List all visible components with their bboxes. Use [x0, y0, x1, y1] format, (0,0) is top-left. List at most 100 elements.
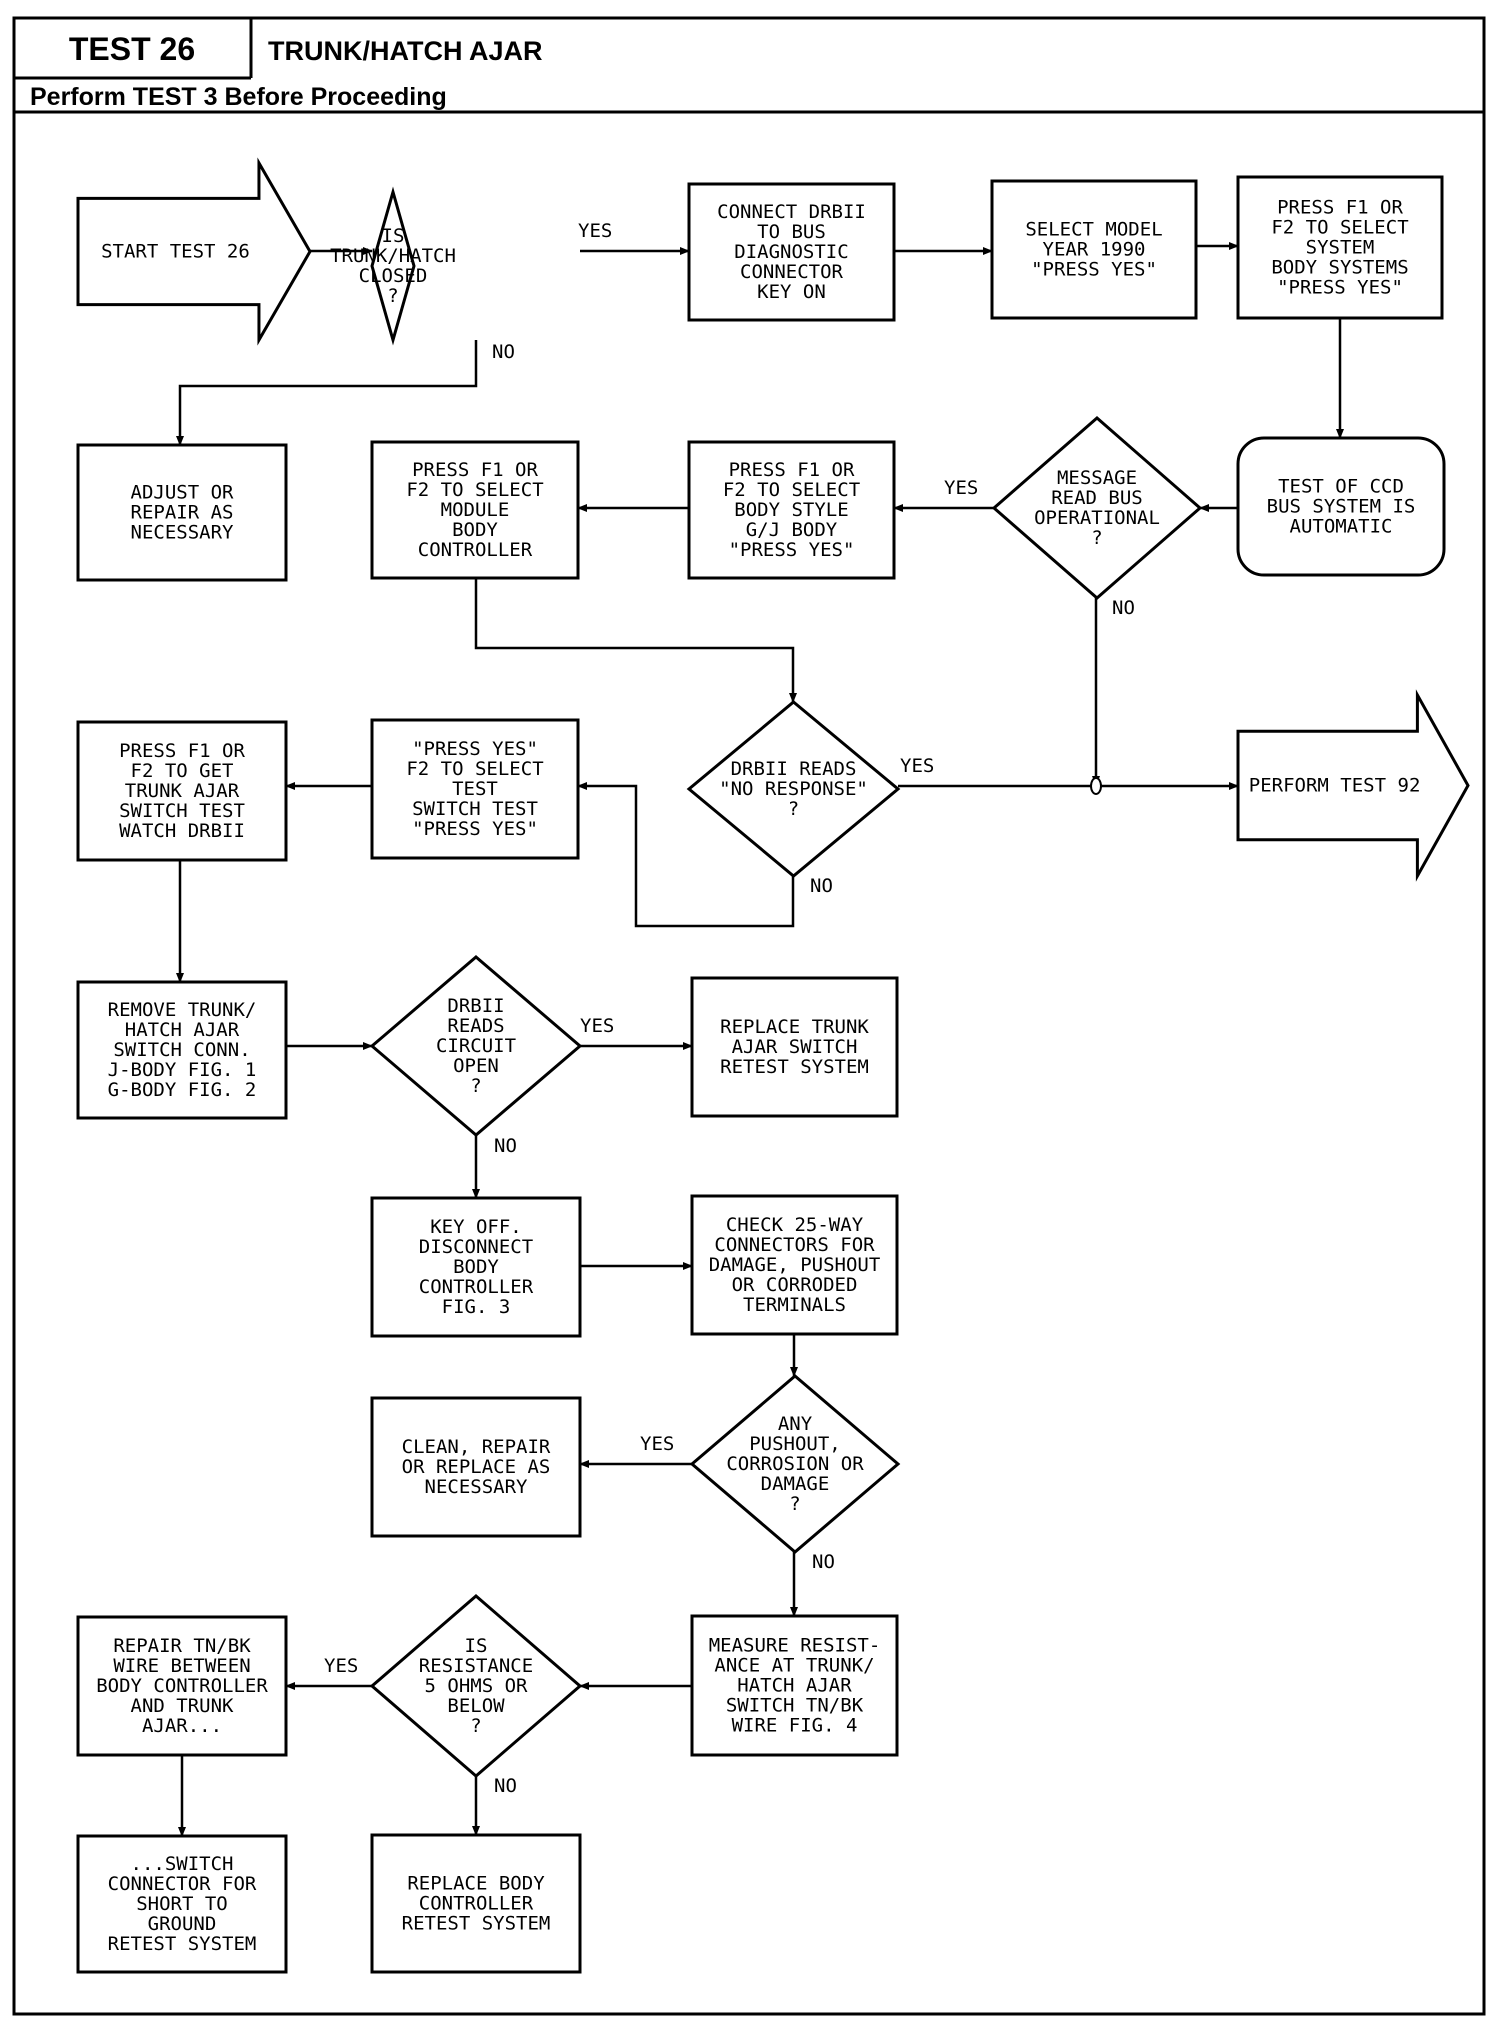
edge-label-no: NO [492, 341, 515, 363]
node-text-line: AJAR SWITCH [732, 1036, 858, 1058]
node-text-line: ? [470, 1715, 481, 1737]
edge-label-no: NO [810, 875, 833, 897]
node-text-line: FIG. 3 [442, 1296, 511, 1318]
node-text-line: BUS SYSTEM IS [1267, 496, 1416, 518]
node-text-line: "PRESS YES" [1031, 259, 1157, 281]
node-text-line: MESSAGE [1057, 467, 1137, 489]
node-text-line: AJAR... [142, 1715, 222, 1737]
process-box [690, 1614, 899, 1757]
edge-label-no: NO [1112, 597, 1135, 619]
node-text-line: TRUNK AJAR [125, 780, 240, 802]
node-text-line: G/J BODY [746, 519, 838, 541]
node-text-line: WATCH DRBII [119, 820, 245, 842]
node-text-line: HATCH AJAR [125, 1019, 240, 1041]
process-box [76, 980, 288, 1120]
node-text-line: F2 TO SELECT [406, 479, 543, 501]
node-text-line: SELECT MODEL [1025, 219, 1162, 241]
node-text-line: ? [387, 285, 398, 307]
node-text-line: DISCONNECT [419, 1236, 533, 1258]
node-text-line: REMOVE TRUNK/ [108, 999, 257, 1021]
decision-diamond [991, 416, 1203, 600]
node-text-line: BELOW [447, 1695, 505, 1717]
node-text-line: "PRESS YES" [412, 818, 538, 840]
node-measure: MEASURE RESIST-ANCE AT TRUNK/HATCH AJARS… [690, 1614, 899, 1757]
decision-diamond [686, 700, 901, 878]
node-text-line: SWITCH TEST [412, 798, 538, 820]
node-text-line: PRESS F1 OR [729, 459, 855, 481]
node-text-line: CLEAN, REPAIR [402, 1436, 551, 1458]
node-text-line: F2 TO SELECT [723, 479, 860, 501]
node-text-line: ? [788, 798, 799, 820]
edge-d_no_response-to-select_test [577, 782, 795, 928]
process-box [370, 718, 580, 860]
nodes-layer: START TEST 26ISTRUNK/HATCHCLOSED?CONNECT… [76, 157, 1470, 1974]
process-box [76, 1615, 288, 1757]
decision-diamond [370, 186, 416, 346]
node-text-line: BODY [452, 519, 498, 541]
node-text-line: CONNECTORS FOR [714, 1234, 875, 1256]
node-text-line: DAMAGE [761, 1473, 830, 1495]
node-text-line: TRUNK/HATCH [330, 245, 456, 267]
edge-select_module-to-d_no_response [474, 578, 797, 703]
edge-label-no: NO [494, 1135, 517, 1157]
node-start: START TEST 26 [76, 157, 312, 346]
node-text-line: RETEST SYSTEM [720, 1056, 869, 1078]
node-text-line: AND TRUNK [131, 1695, 235, 1717]
node-text-line: WIRE FIG. 4 [732, 1715, 858, 1737]
node-text-line: RETEST SYSTEM [108, 1933, 257, 1955]
edge-label-yes: YES [640, 1433, 674, 1455]
node-text-line: RESISTANCE [419, 1655, 533, 1677]
process-box [1236, 175, 1444, 320]
process-box [687, 182, 896, 322]
node-text-line: SYSTEM [1306, 237, 1375, 259]
process-box [690, 976, 899, 1118]
node-text-line: OPERATIONAL [1034, 507, 1160, 529]
node-text-line: ? [470, 1075, 481, 1097]
node-text-line: ANY [778, 1413, 813, 1435]
node-text-line: 5 OHMS OR [425, 1675, 529, 1697]
node-text-line: GROUND [148, 1913, 217, 1935]
node-text-line: SHORT TO [136, 1893, 228, 1915]
node-text-line: DRBII READS [731, 758, 857, 780]
node-text-line: F2 TO GET [131, 760, 234, 782]
node-text-line: REPAIR AS [131, 502, 234, 524]
node-text-line: ? [789, 1493, 800, 1515]
edge-label-no: NO [494, 1775, 517, 1797]
edge-label-yes: YES [580, 1015, 614, 1037]
decision-diamond [369, 1594, 583, 1778]
node-text-line: AUTOMATIC [1290, 516, 1393, 538]
node-text-line: REPAIR TN/BK [113, 1635, 251, 1657]
node-text-line: PERFORM TEST 92 [1249, 775, 1421, 797]
node-text-line: CLOSED [359, 265, 428, 287]
node-text-line: DRBII [447, 995, 504, 1017]
node-d-no-response: DRBII READS"NO RESPONSE"? [686, 700, 901, 878]
node-text-line: OR REPLACE AS [402, 1456, 551, 1478]
process-box [990, 179, 1198, 320]
node-test92: PERFORM TEST 92 [1236, 689, 1470, 882]
node-text-line: CONNECT DRBII [717, 201, 866, 223]
prerequisite-note: Perform TEST 3 Before Proceeding [30, 83, 447, 111]
node-text-line: REPLACE BODY [407, 1873, 545, 1895]
node-text-line: SWITCH TN/BK [726, 1695, 864, 1717]
node-text-line: BODY STYLE [734, 499, 848, 521]
node-text-line: "PRESS YES" [729, 539, 855, 561]
node-text-line: IS [382, 225, 405, 247]
node-text-line: HATCH AJAR [737, 1675, 852, 1697]
process-box [370, 440, 580, 580]
node-text-line: BODY CONTROLLER [96, 1675, 268, 1697]
arrow-shape [1236, 689, 1470, 882]
edges-layer [176, 242, 1344, 1837]
